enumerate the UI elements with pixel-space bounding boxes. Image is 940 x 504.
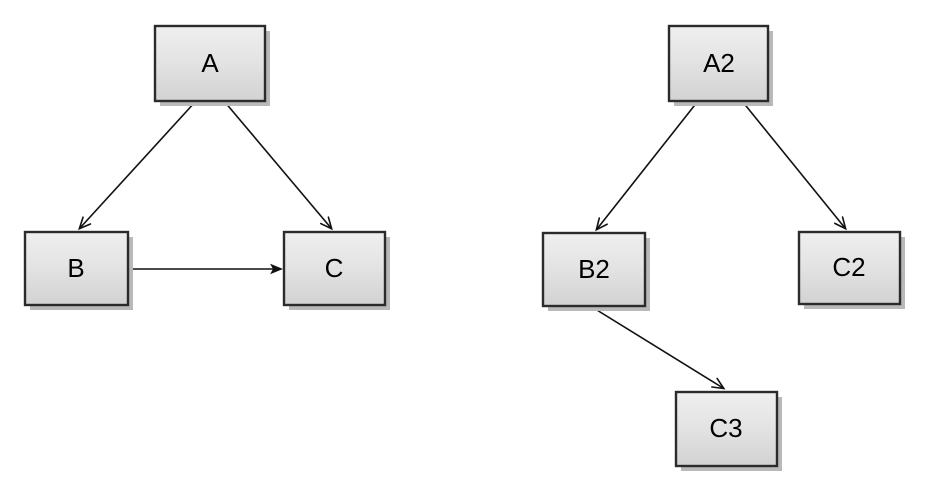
- node-b-box[interactable]: [23, 230, 130, 307]
- node-c-box[interactable]: [282, 230, 387, 307]
- node-b2[interactable]: B2: [541, 231, 650, 311]
- node-a2[interactable]: A2: [667, 24, 773, 106]
- node-c2-box[interactable]: [797, 230, 902, 306]
- node-a2-box[interactable]: [667, 24, 770, 103]
- node-c[interactable]: C: [282, 230, 390, 310]
- edges-right: [591, 100, 847, 390]
- edge-a-to-c[interactable]: [223, 100, 333, 231]
- graph-left: A B C: [23, 24, 390, 310]
- node-b[interactable]: B: [23, 230, 133, 310]
- node-c3[interactable]: C3: [674, 390, 782, 471]
- edge-a2-to-c2[interactable]: [741, 100, 847, 231]
- edge-a2-to-b2[interactable]: [595, 100, 699, 232]
- edges-left: [78, 100, 333, 269]
- node-b2-box[interactable]: [541, 231, 647, 308]
- node-a-box[interactable]: [153, 24, 267, 103]
- node-c2[interactable]: C2: [797, 230, 905, 309]
- edge-a-to-b[interactable]: [78, 100, 197, 231]
- node-a[interactable]: A: [153, 24, 270, 106]
- node-c3-box[interactable]: [674, 390, 779, 468]
- graph-right: A2 B2 C2 C3: [541, 24, 905, 471]
- edge-b2-to-c3[interactable]: [591, 306, 726, 390]
